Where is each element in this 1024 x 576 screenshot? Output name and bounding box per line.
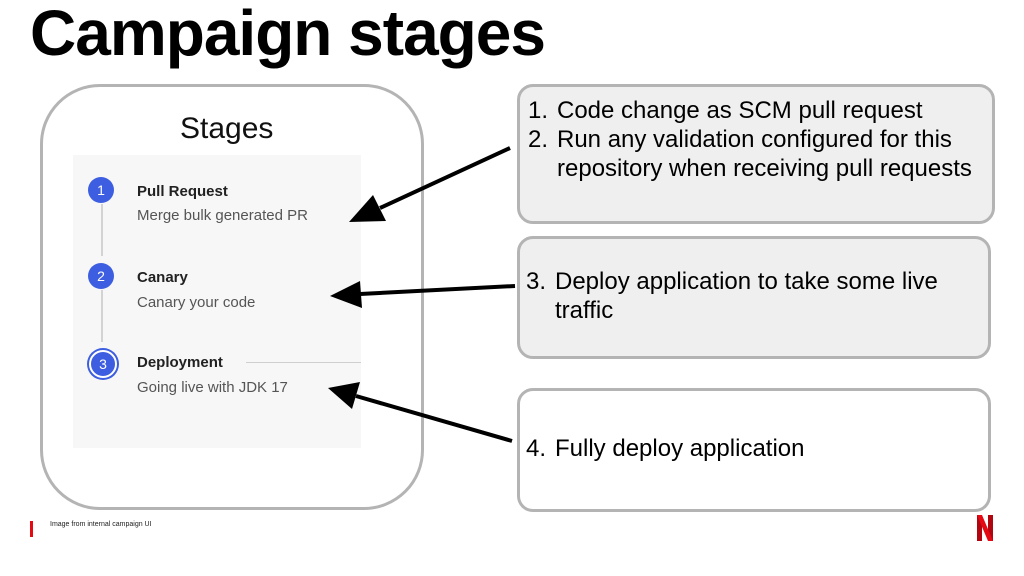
arrow-icon [330,281,516,308]
step-subtitle: Canary your code [137,294,256,311]
step-number-badge: 2 [88,263,114,289]
callout-item: 2. Run any validation configured for this… [528,125,992,183]
footnote: Image from internal campaign UI [50,521,152,528]
step-subtitle: Merge bulk generated PR [137,207,308,224]
netflix-n-logo-icon [977,515,993,541]
item-number: 4. [526,435,547,462]
step-connector [101,204,103,256]
slide-title: Campaign stages [30,0,546,69]
step-connector [101,290,103,342]
item-number: 2. [528,126,549,153]
arrow-icon [349,146,511,222]
item-text: Deploy application to take some live tra… [555,268,938,324]
callout-item: 3. Deploy application to take some live t… [526,267,988,325]
step-title: Deployment [137,354,223,371]
callout-canary: 3. Deploy application to take some live t… [517,236,991,359]
step-number-badge: 1 [88,177,114,203]
item-number: 3. [526,268,547,295]
step-number-badge-current: 3 [89,350,117,378]
step-progress-line [246,362,361,363]
stages-panel [73,155,361,448]
stages-heading: Stages [180,112,274,145]
step-title: Pull Request [137,183,228,200]
callout-deployment: 4. Fully deploy application [517,388,991,512]
callout-item: 1. Code change as SCM pull request [528,96,992,125]
arrow-icon [328,382,513,443]
callout-pull-request: 1. Code change as SCM pull request 2. Run … [517,84,995,224]
step-subtitle: Going live with JDK 17 [137,379,288,396]
item-number: 1. [528,97,549,124]
item-text: Fully deploy application [555,435,805,462]
step-title: Canary [137,269,188,286]
callout-item: 4. Fully deploy application [526,434,988,463]
item-text: Run any validation configured for this r… [557,126,972,182]
brand-accent-bar [30,521,33,537]
item-text: Code change as SCM pull request [557,97,923,124]
